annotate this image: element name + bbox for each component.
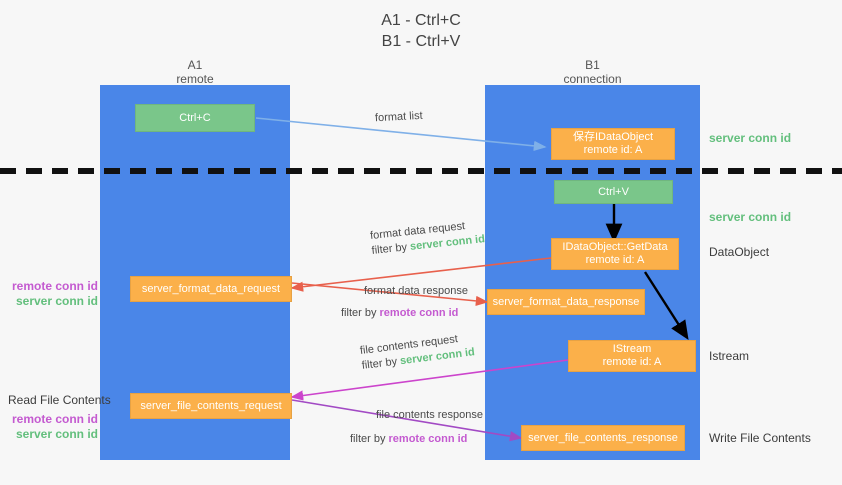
filter-key-remote-conn-id: remote conn id — [379, 307, 459, 319]
node-idataobject-getdata[interactable]: IDataObject::GetData remote id: A — [551, 238, 679, 270]
filter-prefix: filter by — [341, 307, 377, 319]
node-save-idataobject-label: 保存IDataObject — [572, 131, 654, 143]
caption-group-conn-ids-2: remote conn id server conn id — [8, 412, 98, 442]
edge-label-format-list-text: format list — [374, 109, 423, 125]
node-server-file-contents-response[interactable]: server_file_contents_response — [521, 425, 685, 451]
node-istream-sublabel: remote id: A — [602, 356, 662, 368]
node-server-format-data-response[interactable]: server_format_data_response — [487, 289, 645, 315]
caption-dataobject: DataObject — [709, 245, 770, 259]
edge-label-file-contents-response-filter: filter by remote conn id — [350, 432, 483, 447]
edge-label-format-list: format list — [375, 109, 423, 126]
filter-prefix: filter by — [350, 433, 386, 445]
node-ctrl-v[interactable]: Ctrl+V — [554, 180, 673, 204]
column-b1-name: B1 — [585, 58, 600, 72]
node-idataobject-getdata-label: IDataObject::GetData — [562, 241, 668, 253]
node-server-file-contents-request[interactable]: server_file_contents_request — [130, 393, 292, 419]
node-save-idataobject[interactable]: 保存IDataObject remote id: A — [551, 128, 675, 160]
node-server-format-data-response-label: server_format_data_response — [492, 295, 640, 308]
edge-label-format-data-request: format data request filter by server con… — [369, 217, 486, 259]
caption-remote-conn-id-1: remote conn id — [11, 279, 98, 293]
diagram-title: A1 - Ctrl+C B1 - Ctrl+V — [0, 10, 842, 52]
caption-remote-conn-id-2: remote conn id — [11, 412, 98, 426]
node-server-file-contents-request-label: server_file_contents_request — [140, 399, 282, 412]
caption-server-conn-id-left-2: server conn id — [15, 427, 98, 441]
caption-server-conn-id-1: server conn id — [709, 131, 792, 145]
title-line-1: A1 - Ctrl+C — [381, 12, 461, 29]
edge-label-format-data-response: format data response filter by remote co… — [341, 284, 468, 321]
node-server-format-data-request-label: server_format_data_request — [141, 282, 281, 295]
phase-separator — [0, 168, 842, 174]
node-server-file-contents-response-label: server_file_contents_response — [528, 431, 678, 444]
column-a1-sub: remote — [176, 72, 214, 86]
node-istream-label: IStream — [612, 343, 652, 355]
caption-istream: Istream — [709, 349, 750, 363]
filter-key-remote-conn-id: remote conn id — [388, 433, 468, 445]
caption-group-conn-ids-1: remote conn id server conn id — [8, 279, 98, 309]
edge-label-file-contents-response-text: file contents response — [376, 409, 484, 421]
node-server-format-data-request[interactable]: server_format_data_request — [130, 276, 292, 302]
node-ctrl-v-label: Ctrl+V — [598, 185, 629, 198]
caption-server-conn-id-left-1: server conn id — [15, 294, 98, 308]
filter-prefix: filter by — [371, 241, 408, 257]
node-ctrl-c-label: Ctrl+C — [179, 111, 211, 124]
node-istream[interactable]: IStream remote id: A — [568, 340, 696, 372]
node-save-idataobject-sublabel: remote id: A — [583, 144, 643, 156]
edge-label-file-contents-request: file contents request filter by server c… — [359, 330, 476, 374]
caption-read-file-contents: Read File Contents — [8, 393, 111, 407]
caption-write-file-contents: Write File Contents — [709, 431, 811, 445]
node-idataobject-getdata-sublabel: remote id: A — [585, 254, 645, 266]
node-ctrl-c[interactable]: Ctrl+C — [135, 104, 255, 132]
edge-label-file-contents-response: file contents response filter by remote … — [350, 408, 484, 447]
column-a1-name: A1 — [187, 58, 203, 72]
column-b1-sub: connection — [563, 72, 622, 86]
edge-label-format-data-response-filter: filter by remote conn id — [341, 306, 468, 321]
column-header-b1: B1 connection — [485, 58, 700, 86]
title-line-2: B1 - Ctrl+V — [381, 33, 461, 50]
caption-server-conn-id-2: server conn id — [709, 210, 792, 224]
edge-label-format-data-response-text: format data response — [364, 285, 468, 297]
filter-prefix: filter by — [361, 355, 398, 372]
column-header-a1: A1 remote — [100, 58, 290, 86]
